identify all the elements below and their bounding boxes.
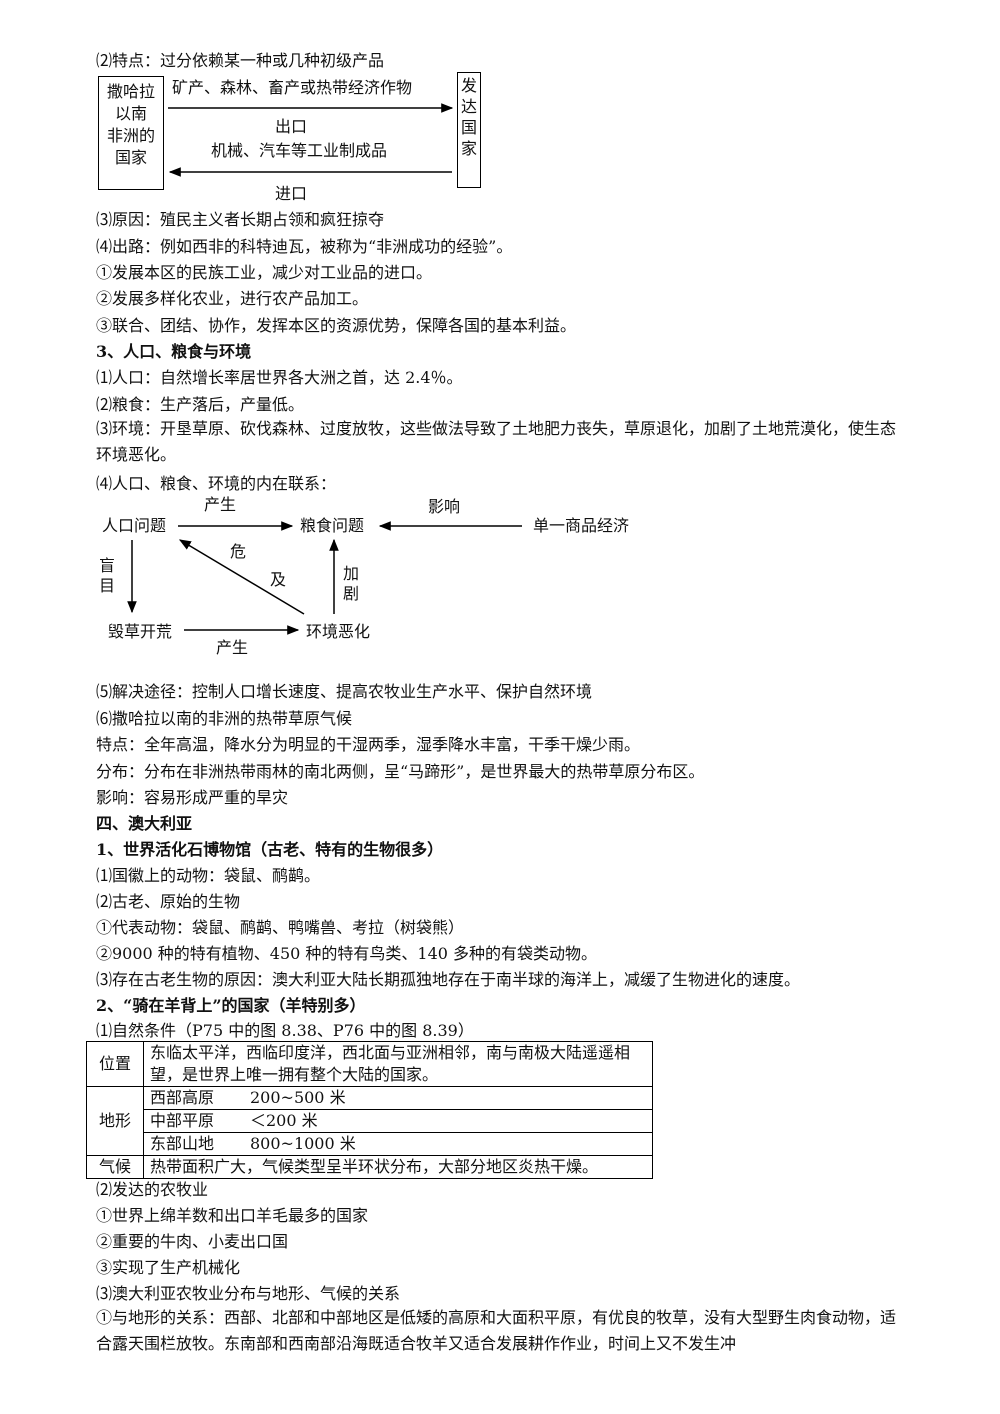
terrain-name: 中部平原 — [150, 1111, 215, 1130]
text-line: ⑹撒哈拉以南的非洲的热带草原气候 — [96, 709, 353, 728]
table-key: 位置 — [86, 1041, 144, 1087]
table-value: 西部高原 200~500 米 — [143, 1086, 653, 1110]
label-aggravate-char: 加 — [342, 564, 359, 583]
section-heading: 2、“骑在羊背上”的国家（羊特别多） — [96, 996, 366, 1015]
text-line: ⑵发达的农牧业 — [96, 1180, 209, 1199]
terrain-value: ＜200 米 — [250, 1111, 318, 1130]
text-line: ⑶存在古老生物的原因：澳大利亚大陆长期孤独地存在于南半球的海洋上，减缓了生物进化… — [96, 970, 801, 989]
table-key: 地形 — [86, 1086, 144, 1156]
table-row: 地形 西部高原 200~500 米 — [86, 1086, 653, 1156]
environment-paragraph: ⑶环境：开垦草原、砍伐森林、过度放牧，这些做法导致了土地肥力丧失，草原退化，加剧… — [96, 419, 897, 464]
text-line: ⑴国徽上的动物：袋鼠、鸸鹋。 — [96, 866, 321, 885]
africa-box-line: 国家 — [114, 148, 147, 167]
table-key: 气候 — [86, 1155, 144, 1179]
label-blind: 盲 目 — [98, 556, 116, 596]
natural-conditions-table: 位置 东临太平洋，西临印度洋，西北面与亚洲相邻，南与南极大陆遥遥相望，是世界上唯… — [86, 1041, 653, 1179]
terrain-name: 西部高原 — [150, 1088, 215, 1107]
developed-box-char: 发 — [460, 76, 477, 95]
section-heading: 3、人口、粮食与环境 — [96, 342, 252, 361]
developed-box-char: 家 — [460, 139, 477, 158]
text-line: ①代表动物：袋鼠、鸸鹋、鸭嘴兽、考拉（树袋熊） — [96, 918, 465, 937]
export-goods-label: 矿产、森林、畜产或热带经济作物 — [172, 78, 413, 97]
text-line: ⑷出路：例如西非的科特迪瓦，被称为“非洲成功的经验”。 — [96, 237, 513, 256]
terrain-relation-paragraph: ①与地形的关系：西部、北部和中部地区是低矮的高原和大面积平原，有优良的牧草，没有… — [96, 1308, 897, 1353]
feature-line: ⑵特点：过分依赖某一种或几种初级产品 — [96, 51, 385, 70]
text-line: 影响：容易形成严重的旱灾 — [96, 788, 289, 807]
text-line: 特点：全年高温，降水分为明显的干湿两季，湿季降水丰富，干季干燥少雨。 — [96, 735, 641, 754]
import-goods-label: 机械、汽车等工业制成品 — [211, 141, 388, 160]
label-blind-char: 盲 — [98, 556, 115, 575]
arrow-environment-population — [178, 539, 305, 615]
text-line: ①发展本区的民族工业，减少对工业品的进口。 — [96, 263, 433, 282]
label-aggravate-char: 剧 — [342, 584, 359, 603]
text-line: ③实现了生产机械化 — [96, 1258, 241, 1277]
label-aggravate: 加 剧 — [342, 564, 360, 604]
developed-box-char: 国 — [460, 118, 477, 137]
natural-conditions-title: ⑴自然条件（P75 中的图 8.38、P76 中的图 8.39） — [96, 1021, 474, 1040]
label-danger: 危 — [230, 542, 247, 561]
node-reclaim: 毁草开荒 — [108, 622, 173, 641]
africa-box-line: 非洲的 — [106, 126, 155, 145]
terrain-name: 东部山地 — [150, 1134, 215, 1153]
text-line: ⑴人口：自然增长率居世界各大洲之首，达 2.4％。 — [96, 368, 463, 387]
label-blind-char: 目 — [98, 576, 115, 595]
text-line: ⑵粮食：生产落后，产量低。 — [96, 395, 305, 414]
node-population: 人口问题 — [102, 516, 167, 535]
table-row: 东部山地 800~1000 米 — [87, 1132, 653, 1156]
table-value: 东部山地 800~1000 米 — [143, 1132, 653, 1156]
text-line: ②发展多样化农业，进行农产品加工。 — [96, 289, 369, 308]
label-reach: 及 — [270, 570, 287, 589]
text-line: ⑶原因：殖民主义者长期占领和疯狂掠夺 — [96, 210, 385, 229]
text-line: ①世界上绵羊数和出口羊毛最多的国家 — [96, 1206, 369, 1225]
section-heading: 四、澳大利亚 — [96, 814, 193, 833]
node-food: 粮食问题 — [300, 516, 365, 535]
node-single-economy: 单一商品经济 — [533, 516, 630, 535]
table-row: 中部平原 ＜200 米 — [87, 1109, 653, 1133]
text-line: ⑵古老、原始的生物 — [96, 892, 241, 911]
text-line: 分布：分布在非洲热带雨林的南北两侧，呈“马蹄形”，是世界最大的热带草原分布区。 — [96, 762, 705, 781]
relation-title: ⑷人口、粮食、环境的内在联系： — [96, 474, 337, 493]
export-label: 出口 — [275, 117, 308, 136]
text-line: ②重要的牛肉、小麦出口国 — [96, 1232, 289, 1251]
import-label: 进口 — [275, 184, 308, 203]
developed-box: 发 达 国 家 — [457, 72, 481, 188]
table-value: 热带面积广大，气候类型呈半环状分布，大部分地区炎热干燥。 — [143, 1155, 653, 1179]
label-produce-top: 产生 — [204, 495, 237, 514]
text-line: ⑸解决途径：控制人口增长速度、提高农牧业生产水平、保护自然环境 — [96, 682, 593, 701]
terrain-value: 800~1000 米 — [250, 1134, 356, 1153]
table-value: 东临太平洋，西临印度洋，西北面与亚洲相邻，南与南极大陆遥遥相望，是世界上唯一拥有… — [143, 1041, 653, 1087]
label-produce-bottom: 产生 — [216, 638, 249, 657]
table-value: 中部平原 ＜200 米 — [143, 1109, 653, 1133]
text-line: ③联合、团结、协作，发挥本区的资源优势，保障各国的基本利益。 — [96, 316, 577, 335]
developed-box-char: 达 — [460, 97, 477, 116]
text-line: ②9000 种的特有植物、450 种的特有鸟类、140 多种的有袋类动物。 — [96, 944, 598, 963]
section-heading: 1、世界活化石博物馆（古老、特有的生物很多） — [96, 840, 444, 859]
africa-box-line: 撒哈拉 — [106, 82, 155, 101]
table-row: 位置 东临太平洋，西临印度洋，西北面与亚洲相邻，南与南极大陆遥遥相望，是世界上唯… — [86, 1041, 653, 1087]
table-row: 气候 热带面积广大，气候类型呈半环状分布，大部分地区炎热干燥。 — [86, 1155, 653, 1179]
label-influence: 影响 — [428, 497, 461, 516]
diagram-arrows — [127, 103, 522, 635]
text-line: ⑶澳大利亚农牧业分布与地形、气候的关系 — [96, 1284, 401, 1303]
africa-box-line: 以南 — [114, 104, 147, 123]
node-environment: 环境恶化 — [306, 622, 371, 641]
africa-box: 撒哈拉 以南 非洲的 国家 — [98, 76, 164, 190]
terrain-value: 200~500 米 — [250, 1088, 346, 1107]
